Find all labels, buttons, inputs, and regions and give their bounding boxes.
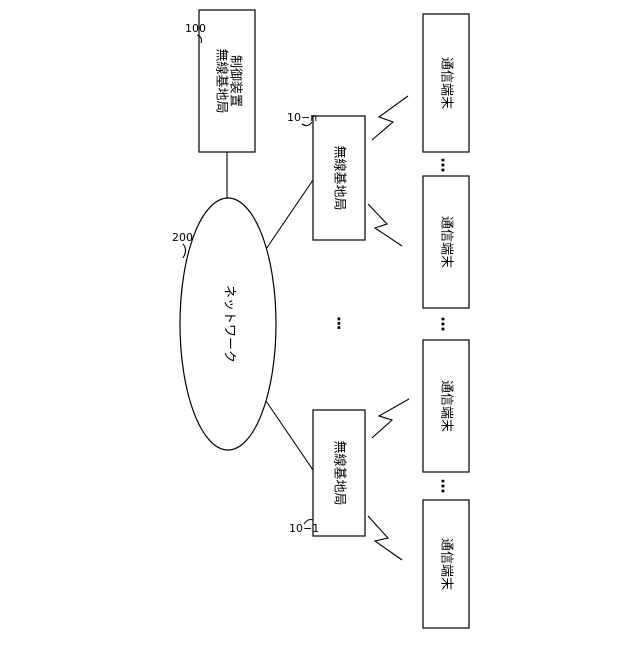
base-station-n-label: 無線基地局	[332, 145, 348, 210]
network-station-n-link	[264, 180, 313, 252]
terminal-ellipsis: …	[438, 317, 456, 332]
wireless-link-icon	[372, 96, 408, 140]
terminal-ellipsis: …	[438, 479, 456, 494]
terminal-1: 通信端末	[423, 14, 469, 152]
terminal-label: 通信端末	[439, 380, 454, 432]
network-ref: 200	[172, 231, 193, 244]
wireless-link-icon	[372, 399, 409, 438]
terminal-label: 通信端末	[439, 538, 454, 590]
base-station-n-ref: 10−n	[287, 111, 317, 124]
network-label: ネットワーク	[222, 285, 237, 363]
base-station-n: 無線基地局	[313, 116, 365, 240]
wireless-link-icon	[368, 516, 402, 560]
terminal-3: 通信端末	[423, 340, 469, 472]
controller-ref: 100	[185, 22, 206, 35]
network-station-1-link	[264, 398, 313, 470]
network-ref-leader	[183, 244, 186, 258]
base-station-1: 無線基地局	[313, 410, 365, 536]
controller-label-line1: 無線基地局	[214, 48, 230, 113]
terminal-label: 通信端末	[439, 216, 454, 268]
wireless-base-station-controller: 無線基地局 制御装置	[199, 10, 255, 152]
wireless-link-icon	[368, 204, 402, 246]
terminal-label: 通信端末	[439, 57, 454, 109]
base-station-ellipsis: ⋮	[332, 315, 347, 333]
controller-label-line2: 制御装置	[228, 55, 243, 107]
terminal-4: 通信端末	[423, 500, 469, 628]
terminal-2: 通信端末	[423, 176, 469, 308]
base-station-1-label: 無線基地局	[332, 440, 348, 505]
terminal-ellipsis: …	[438, 158, 456, 173]
network-cloud: ネットワーク	[180, 198, 276, 450]
